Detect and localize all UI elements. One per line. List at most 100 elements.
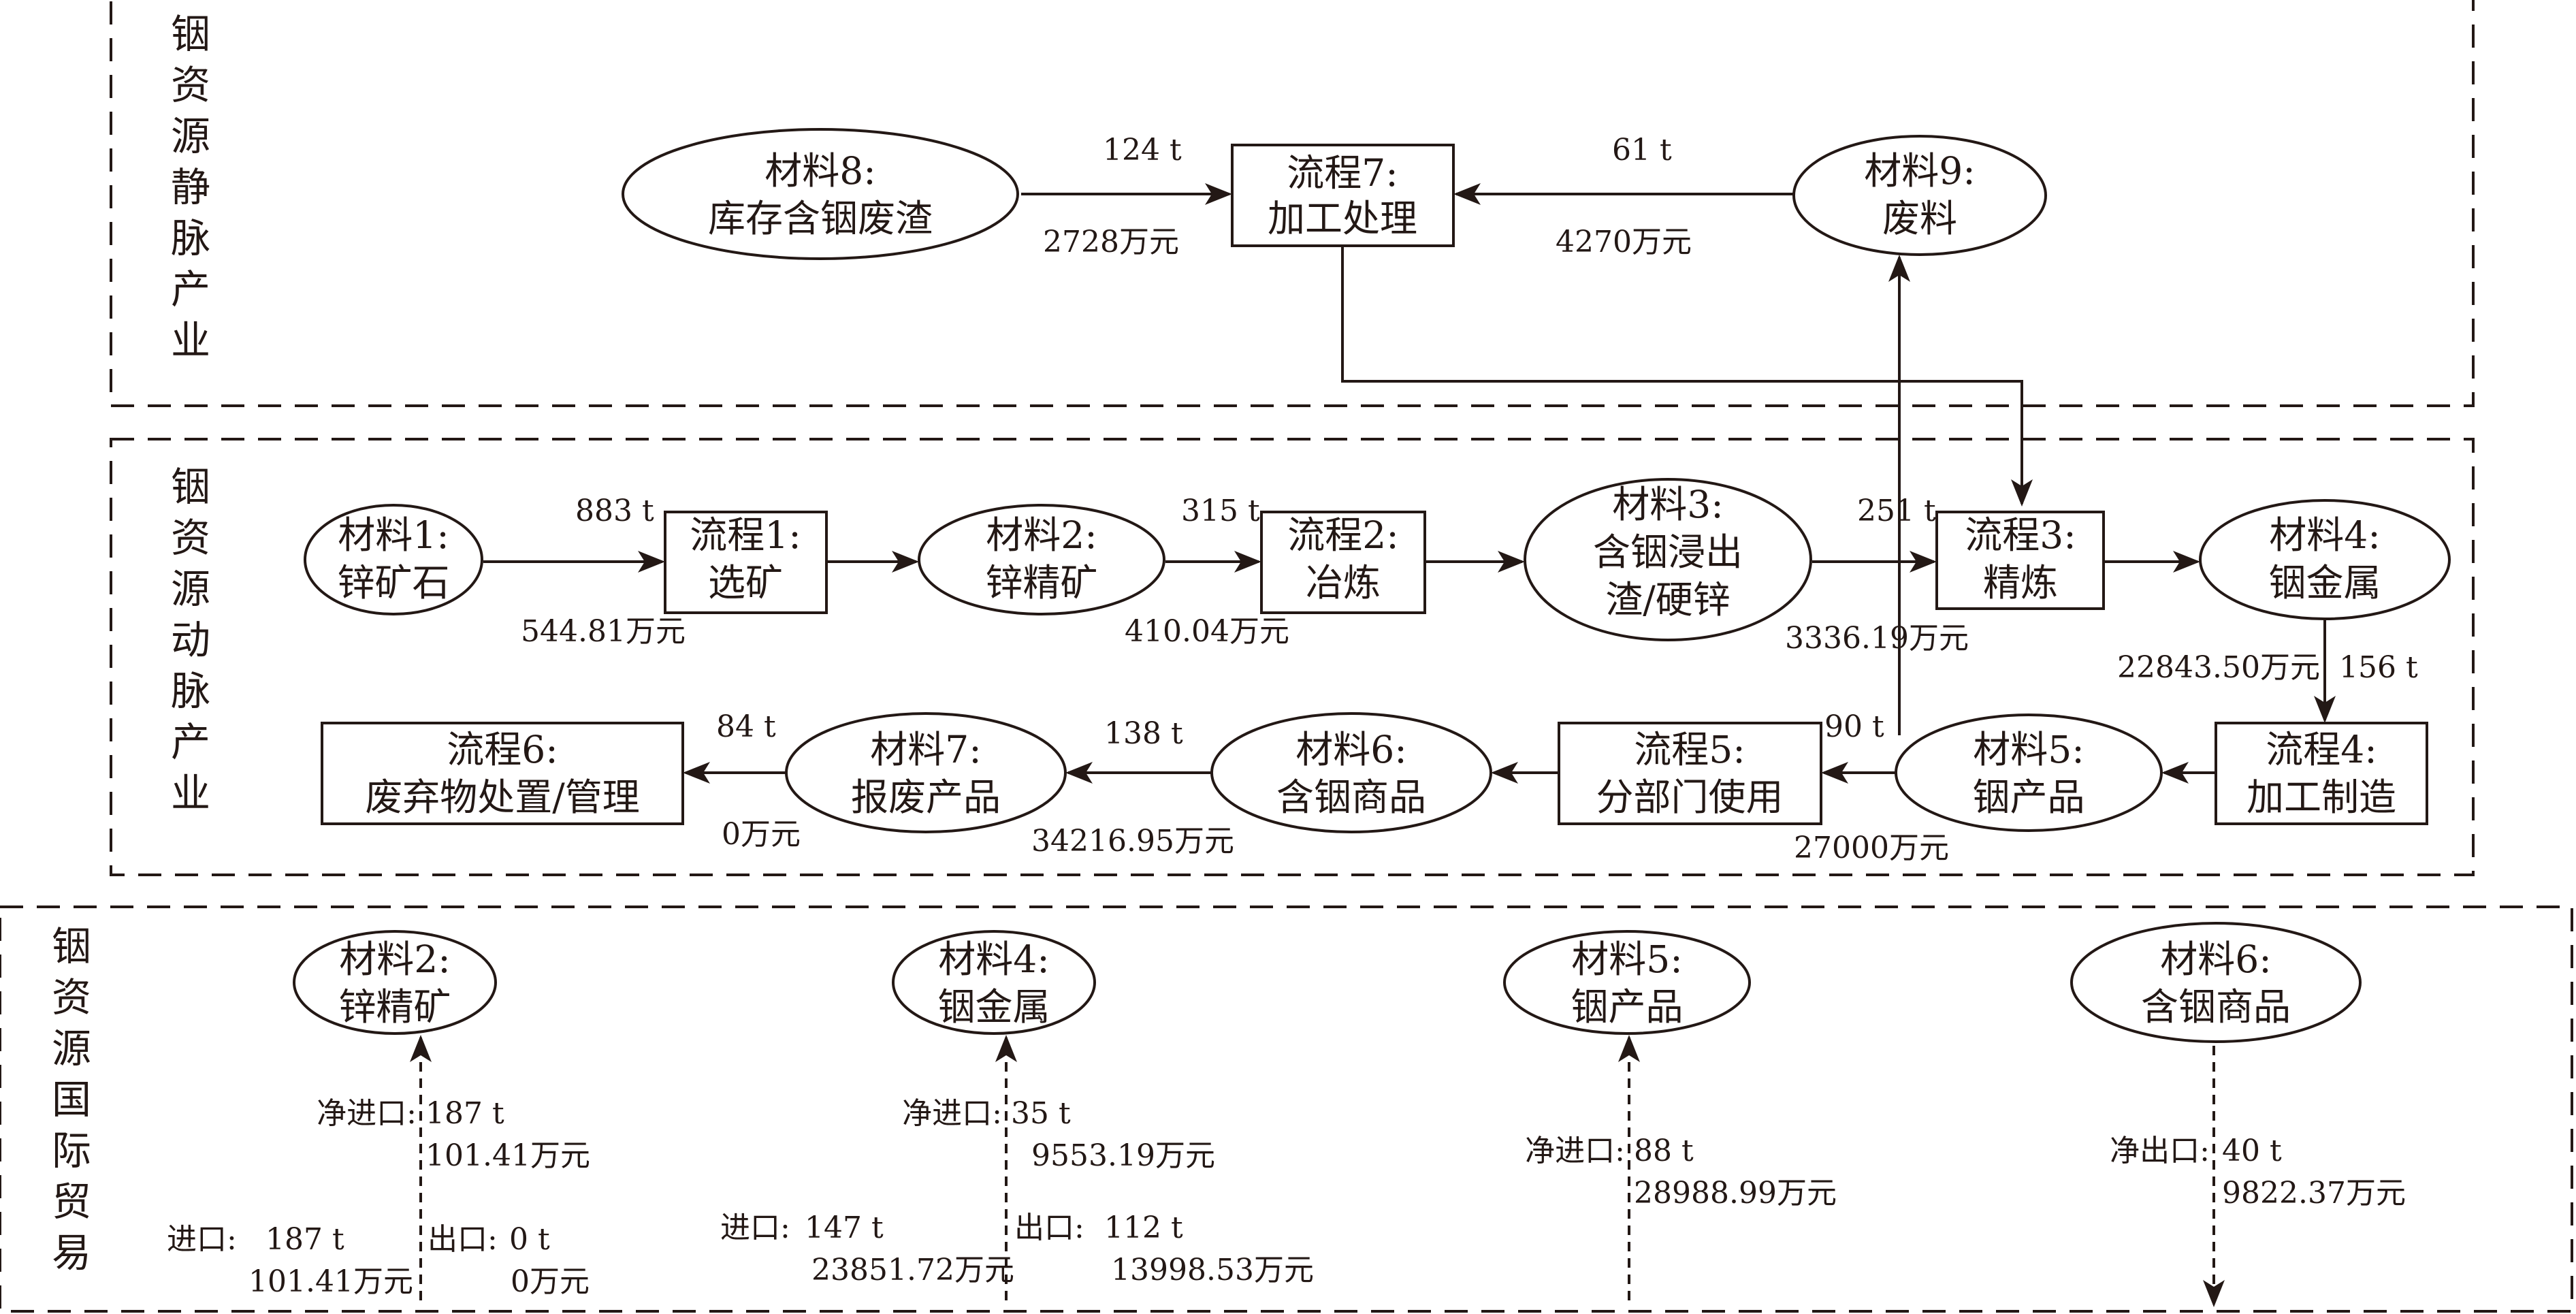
trade-m4-export-label: 出口:	[1014, 1211, 1084, 1245]
trade-m2-export-label: 出口:	[428, 1222, 498, 1257]
node-material-4-line2: 铟金属	[2268, 561, 2381, 605]
trade-m6-net-value: 9822.37万元	[2222, 1176, 2406, 1211]
node-process-5-line2: 分部门使用	[1596, 775, 1783, 819]
trade-node-material-4-line1: 材料4:	[938, 938, 1050, 981]
trade-m2-import-label: 进口:	[167, 1222, 237, 1257]
trade-m5-net-value: 28988.99万元	[1634, 1176, 1837, 1211]
node-process-5-line1: 流程5:	[1634, 728, 1745, 771]
node-material-8-line2: 库存含铟废渣	[708, 197, 933, 240]
flow-m3-p3-mass: 251 t	[1857, 494, 1936, 528]
flow-m4-p4-mass: 156 t	[2339, 650, 2418, 685]
trade-m2-net-value: 101.41万元	[425, 1138, 590, 1173]
node-process-3-line1: 流程3:	[1965, 513, 2076, 557]
flow-m9-p7-value: 4270万元	[1556, 225, 1692, 259]
node-process-2-line2: 冶炼	[1306, 561, 1381, 605]
node-material-1-line1: 材料1:	[338, 513, 449, 557]
node-process-6-line2: 废弃物处置/管理	[365, 775, 640, 819]
trade-frame	[0, 906, 2573, 1313]
node-process-1-line2: 选矿	[708, 561, 783, 605]
node-process-5: 流程5: 分部门使用	[1558, 722, 1822, 825]
trade-m5-net-label: 净进口:	[1525, 1134, 1625, 1168]
flow-m2-p2-mass: 315 t	[1181, 494, 1260, 528]
node-material-5-line1: 材料5:	[1973, 728, 2084, 771]
node-process-7: 流程7: 加工处理	[1231, 144, 1455, 247]
trade-node-material-4-line2: 铟金属	[937, 985, 1050, 1029]
flow-m9-p7-mass: 61 t	[1612, 133, 1672, 167]
trade-m2-import-value: 101.41万元	[248, 1264, 413, 1299]
static-industry-frame	[110, 0, 2475, 407]
dynamic-industry-frame	[110, 438, 2475, 876]
node-material-3-line1: 材料3:	[1612, 483, 1724, 526]
trade-m2-import-mass: 187 t	[265, 1222, 344, 1257]
trade-node-material-6-line1: 材料6:	[2160, 938, 2272, 981]
trade-m4-net-label: 净进口:	[902, 1096, 1002, 1131]
flow-m3-p3-value: 3336.19万元	[1785, 621, 1969, 656]
trade-node-material-5: 材料5: 铟产品	[1503, 930, 1751, 1035]
dynamic-section-label: 铟资源动脉产业	[171, 464, 210, 816]
node-material-4-line1: 材料4:	[2269, 513, 2381, 557]
trade-m4-export-mass: 112 t	[1104, 1211, 1183, 1245]
trade-m4-import-label: 进口:	[720, 1211, 790, 1245]
node-material-1: 材料1: 锌矿石	[304, 504, 483, 615]
node-process-3: 流程3: 精炼	[1935, 511, 2105, 610]
flow-m1-p1-value: 544.81万元	[521, 614, 686, 649]
node-process-3-line2: 精炼	[1983, 561, 2058, 605]
flow-m5-p5-value: 27000万元	[1794, 831, 1949, 865]
flow-m5-p5-mass: 90 t	[1824, 709, 1884, 744]
node-material-3: 材料3: 含铟浸出 渣/硬锌	[1524, 478, 1812, 641]
node-material-1-line2: 锌矿石	[337, 561, 449, 605]
node-material-9-line2: 废料	[1882, 197, 1957, 240]
node-material-7-line2: 报废产品	[851, 775, 1001, 819]
node-process-4: 流程4: 加工制造	[2215, 722, 2428, 825]
node-material-7-line1: 材料7:	[870, 728, 982, 771]
node-process-1-line1: 流程1:	[690, 513, 801, 557]
node-material-5: 材料5: 铟产品	[1895, 714, 2163, 832]
node-process-1: 流程1: 选矿	[664, 511, 828, 614]
node-material-2-line2: 锌精矿	[985, 561, 1097, 605]
node-material-3-line3: 渣/硬锌	[1605, 578, 1730, 622]
node-material-9: 材料9: 废料	[1792, 135, 2047, 256]
node-material-8: 材料8: 库存含铟废渣	[622, 128, 1019, 260]
trade-m5-net-mass: 88 t	[1634, 1134, 1694, 1168]
trade-m2-net-mass: 187 t	[425, 1096, 504, 1131]
trade-node-material-4: 材料4: 铟金属	[892, 930, 1096, 1035]
trade-node-material-6-line2: 含铟商品	[2141, 985, 2291, 1029]
node-process-6-line1: 流程6:	[447, 728, 558, 771]
flow-m2-p2-value: 410.04万元	[1125, 614, 1289, 649]
node-material-9-line1: 材料9:	[1864, 149, 1976, 193]
node-material-5-line2: 铟产品	[1972, 775, 2084, 819]
trade-m4-import-value: 23851.72万元	[811, 1253, 1014, 1287]
flow-m6-m7-value: 34216.95万元	[1031, 824, 1234, 859]
flow-m4-p4-value: 22843.50万元	[2117, 650, 2320, 685]
node-material-2: 材料2: 锌精矿	[918, 504, 1165, 615]
trade-m6-net-label: 净出口:	[2110, 1134, 2210, 1168]
node-process-2-line1: 流程2:	[1287, 513, 1399, 557]
flow-m8-p7-value: 2728万元	[1043, 225, 1179, 259]
node-process-2: 流程2: 冶炼	[1260, 511, 1426, 614]
node-material-6-line1: 材料6:	[1295, 728, 1407, 771]
trade-m2-net-label: 净进口:	[317, 1096, 417, 1131]
node-material-2-line1: 材料2:	[986, 513, 1097, 557]
node-material-3-line2: 含铟浸出	[1593, 530, 1743, 574]
node-material-6-line2: 含铟商品	[1276, 775, 1426, 819]
node-material-7: 材料7: 报废产品	[785, 712, 1067, 833]
trade-m2-export-mass: 0 t	[509, 1222, 550, 1257]
node-process-6: 流程6: 废弃物处置/管理	[321, 722, 684, 825]
flow-m6-m7-mass: 138 t	[1104, 716, 1183, 751]
static-section-label: 铟资源静脉产业	[171, 11, 210, 364]
trade-m4-export-value: 13998.53万元	[1111, 1253, 1314, 1287]
trade-m6-net-mass: 40 t	[2222, 1134, 2282, 1168]
node-material-8-line1: 材料8:	[764, 149, 876, 193]
trade-m2-export-value: 0万元	[511, 1264, 590, 1299]
trade-m4-net-mass: 35 t	[1011, 1096, 1071, 1131]
flow-m8-p7-mass: 124 t	[1103, 133, 1182, 167]
node-process-7-line2: 加工处理	[1268, 197, 1417, 240]
node-process-7-line1: 流程7:	[1287, 151, 1398, 195]
arrow-p7-p3	[1341, 246, 2033, 507]
node-material-6: 材料6: 含铟商品	[1210, 712, 1492, 833]
flow-m7-p6-value: 0万元	[722, 817, 801, 852]
node-material-4: 材料4: 铟金属	[2199, 499, 2451, 620]
trade-node-material-5-line1: 材料5:	[1571, 938, 1683, 981]
trade-node-material-6: 材料6: 含铟商品	[2070, 922, 2362, 1043]
